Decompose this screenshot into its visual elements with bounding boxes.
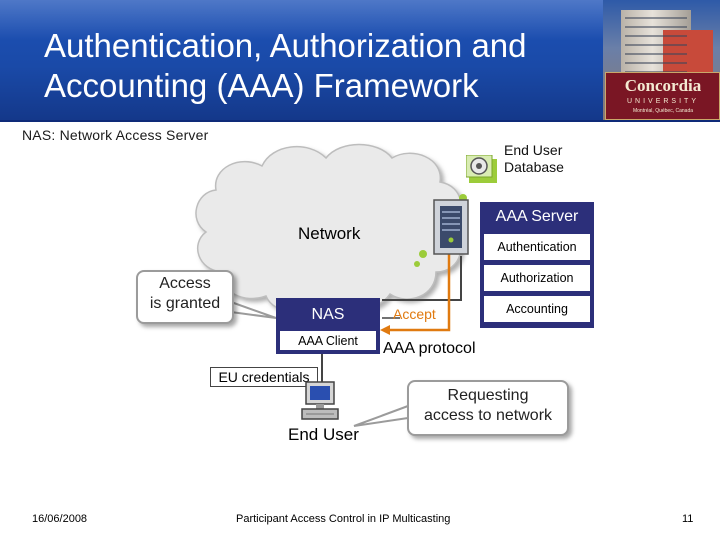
database-label-line-1: End User xyxy=(504,142,563,158)
nas-definition-note: NAS: Network Access Server xyxy=(22,127,209,143)
green-dot-3 xyxy=(419,250,427,258)
aaa-server-title: AAA Server xyxy=(495,208,579,225)
logo-location: Montréal, Québec, Canada xyxy=(632,108,694,114)
database-icon xyxy=(466,155,497,183)
access-granted-callout: Access is granted xyxy=(136,270,234,324)
logo-sub: UNIVERSITY xyxy=(626,98,699,105)
protocol-label: AAA protocol xyxy=(383,340,476,357)
footer-title: Participant Access Control in IP Multica… xyxy=(236,513,451,525)
nas-subtitle: AAA Client xyxy=(280,331,376,350)
slide-title: Authentication, Authorization and Accoun… xyxy=(44,26,604,106)
database-label: End User Database xyxy=(504,142,564,176)
header-divider xyxy=(0,120,720,122)
logo-badge: Concordia UNIVERSITY Montréal, Québec, C… xyxy=(605,72,720,120)
server-nas-cable xyxy=(382,256,462,301)
accept-arrow-line xyxy=(388,254,451,332)
database-label-line-2: Database xyxy=(504,159,564,175)
credentials-label: EU credentials xyxy=(210,367,318,387)
accept-arrowhead xyxy=(380,325,390,335)
aaa-server-box: AAA Server Authentication Authorization … xyxy=(480,202,594,328)
access-callout-line-1: Access xyxy=(159,275,211,292)
university-logo: Concordia UNIVERSITY Montréal, Québec, C… xyxy=(603,0,720,120)
slide-header: Authentication, Authorization and Accoun… xyxy=(0,0,720,120)
request-callout-pointer xyxy=(353,404,409,427)
server-icon xyxy=(433,199,469,255)
aaa-row-authentication: Authentication xyxy=(484,234,590,260)
accept-label: Accept xyxy=(393,306,436,322)
network-label: Network xyxy=(298,224,361,243)
end-user-label: End User xyxy=(288,425,359,444)
access-callout-line-2: is granted xyxy=(149,295,221,312)
nas-title: NAS xyxy=(311,306,345,323)
request-callout-line-2: access to network xyxy=(423,407,553,424)
header-shine xyxy=(0,0,720,40)
request-access-callout: Requesting access to network xyxy=(407,380,569,436)
footer-date: 16/06/2008 xyxy=(32,513,88,525)
title-line-1: Authentication, Authorization and xyxy=(44,27,527,64)
nas-box: NAS AAA Client xyxy=(276,298,380,354)
logo-name: Concordia xyxy=(624,76,702,95)
title-line-2: Accounting (AAA) Framework xyxy=(44,67,479,104)
request-callout-line-1: Requesting xyxy=(447,387,529,404)
access-callout-pointer xyxy=(230,300,277,319)
computer-icon xyxy=(301,381,339,420)
aaa-row-accounting: Accounting xyxy=(484,296,590,322)
page-number: 11 xyxy=(682,513,694,525)
green-dot-4 xyxy=(414,261,420,267)
aaa-row-authorization: Authorization xyxy=(484,265,590,291)
